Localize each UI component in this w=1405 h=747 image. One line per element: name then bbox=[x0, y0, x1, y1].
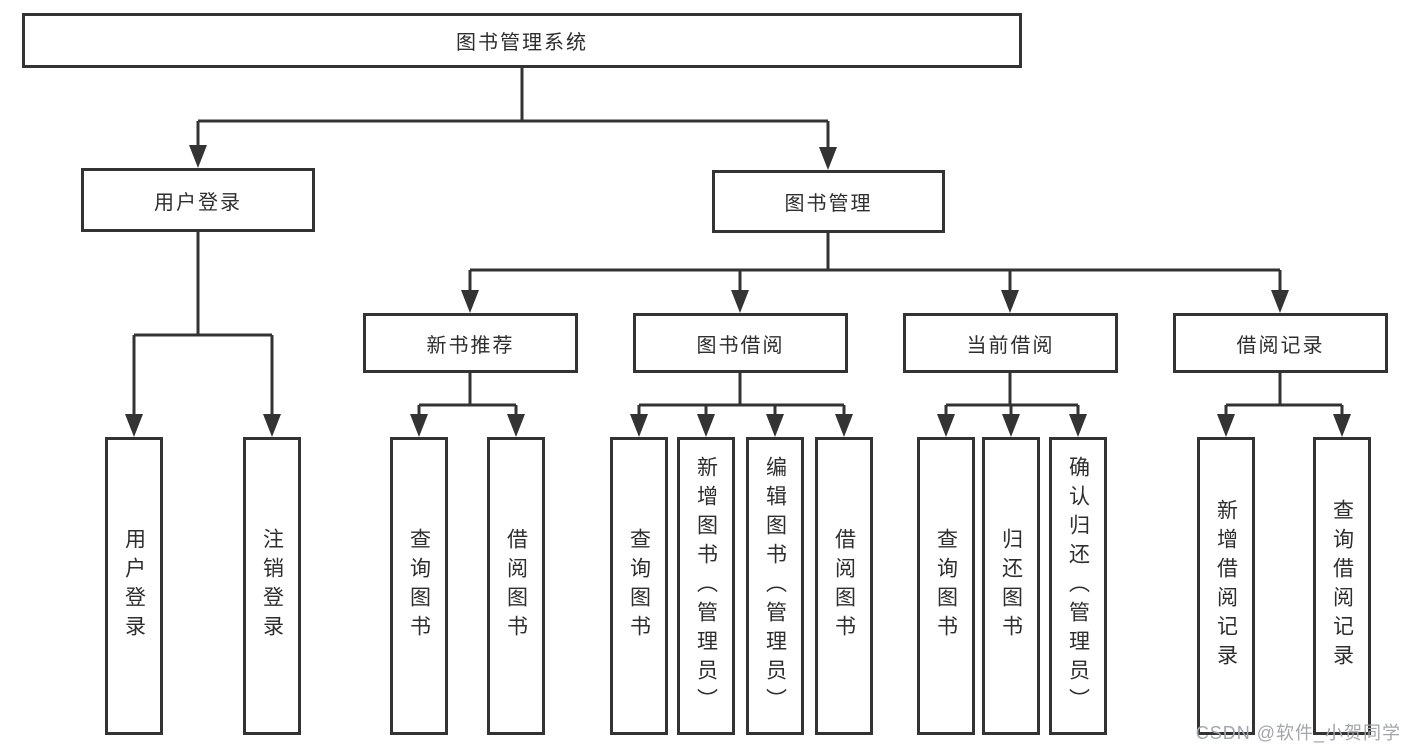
arrow-down-icon bbox=[937, 414, 955, 437]
connector-user-login-children bbox=[125, 232, 281, 437]
node-book-management: 图书管理 bbox=[712, 170, 945, 233]
arrow-down-icon bbox=[731, 290, 749, 313]
arrow-down-icon bbox=[1217, 414, 1235, 437]
leaf-user-login: 用户登录 bbox=[105, 437, 163, 735]
connector-book-borrow-children bbox=[630, 373, 853, 437]
arrow-down-icon bbox=[819, 147, 837, 170]
csdn-watermark: CSDN @软件_小贺同学 bbox=[1195, 723, 1401, 743]
arrow-down-icon bbox=[125, 414, 143, 437]
connector-new-book-children bbox=[410, 373, 525, 437]
connector-root-to-level1 bbox=[189, 68, 837, 170]
leaf-borrow-query-book: 查询图书 bbox=[610, 437, 668, 735]
leaf-current-confirm-return-admin: 确认归还（管理员） bbox=[1049, 437, 1107, 735]
arrow-down-icon bbox=[1001, 290, 1019, 313]
node-user-login: 用户登录 bbox=[81, 168, 315, 232]
arrow-down-icon bbox=[1271, 290, 1289, 313]
arrow-down-icon bbox=[630, 414, 648, 437]
node-root: 图书管理系统 bbox=[22, 13, 1022, 68]
leaf-borrow-edit-book-admin: 编辑图书（管理员） bbox=[746, 437, 804, 735]
node-current-borrow: 当前借阅 bbox=[903, 313, 1118, 373]
arrow-down-icon bbox=[1069, 414, 1087, 437]
arrow-down-icon bbox=[507, 414, 525, 437]
connector-borrow-record-children bbox=[1217, 373, 1351, 437]
connector-current-borrow-children bbox=[937, 373, 1087, 437]
arrow-down-icon bbox=[766, 414, 784, 437]
arrow-down-icon bbox=[263, 414, 281, 437]
arrow-down-icon bbox=[461, 290, 479, 313]
arrow-down-icon bbox=[189, 145, 207, 168]
leaf-current-return-book: 归还图书 bbox=[982, 437, 1040, 735]
node-new-book-recommend: 新书推荐 bbox=[363, 313, 578, 373]
arrow-down-icon bbox=[1002, 414, 1020, 437]
leaf-newrec-borrow-book: 借阅图书 bbox=[487, 437, 545, 735]
connector-book-management-children bbox=[461, 233, 1289, 313]
arrow-down-icon bbox=[1333, 414, 1351, 437]
leaf-logout: 注销登录 bbox=[243, 437, 301, 735]
arrow-down-icon bbox=[410, 414, 428, 437]
leaf-borrow-borrow-book: 借阅图书 bbox=[815, 437, 873, 735]
arrow-down-icon bbox=[697, 414, 715, 437]
leaf-current-query-book: 查询图书 bbox=[917, 437, 975, 735]
leaf-record-add-record: 新增借阅记录 bbox=[1197, 437, 1255, 735]
arrow-down-icon bbox=[835, 414, 853, 437]
leaf-newrec-query-book: 查询图书 bbox=[390, 437, 448, 735]
leaf-record-query-record: 查询借阅记录 bbox=[1313, 437, 1371, 735]
leaf-borrow-add-book-admin: 新增图书（管理员） bbox=[677, 437, 735, 735]
node-borrow-records: 借阅记录 bbox=[1173, 313, 1388, 373]
node-book-borrow: 图书借阅 bbox=[633, 313, 848, 373]
